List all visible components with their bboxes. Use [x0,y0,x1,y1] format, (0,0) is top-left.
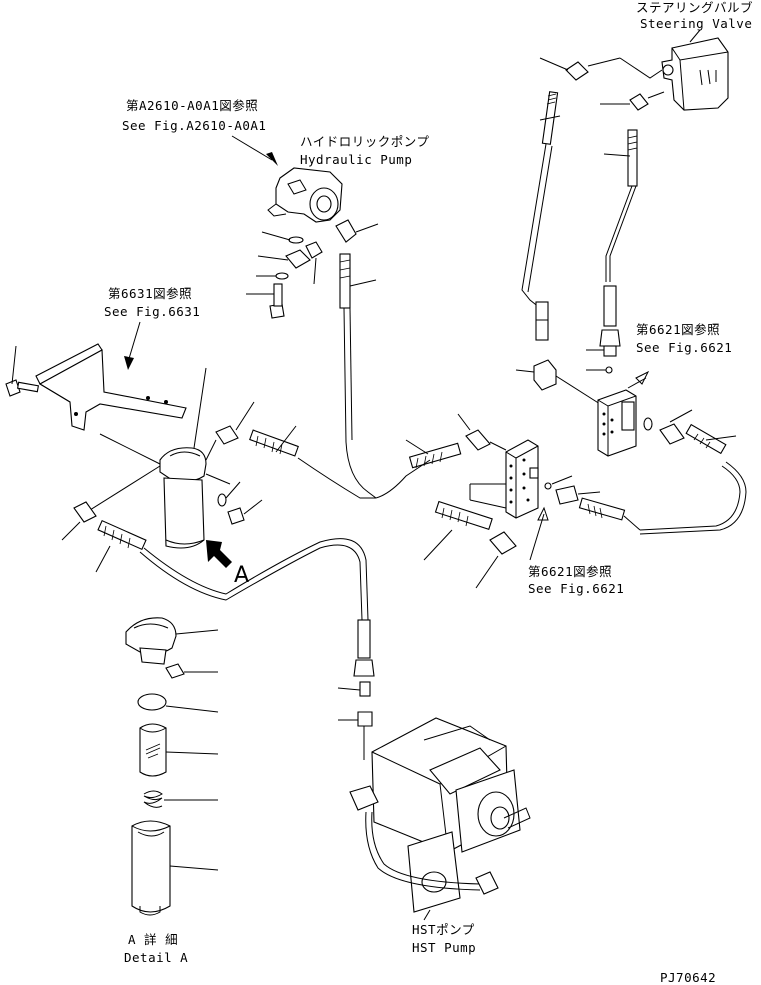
valve-block-right [597,389,653,457]
detail-filter-case [131,820,171,916]
mounting-bracket [35,343,187,431]
steering-valve-label-jp: ステアリングバルブ [636,0,753,15]
filter-assembly [159,447,207,549]
ref-6621-right-label-jp: 第6621図参照 [636,322,720,337]
hst-supply-hose-fitting [353,619,375,727]
hst-pump [349,717,531,913]
detail-filter-head [125,617,177,665]
pump-bolt [269,283,285,319]
flange-fitting [285,249,311,269]
ref-6631-label-en: See Fig.6631 [104,304,200,319]
elbow-fitting-lower [489,531,517,555]
hydraulic-pump-label-jp: ハイドロリックポンプ [300,134,429,149]
connector-right-1 [659,423,685,445]
steering-hose-left [521,91,561,309]
ref-6621-right-label-en: See Fig.6621 [636,340,732,355]
hydraulic-pump [267,167,343,223]
elbow-fitting-center [465,429,491,451]
elbow-fitting-left [73,501,97,523]
steering-valve [661,37,729,111]
hose-center-right [578,497,626,521]
pump-hose-vertical [339,253,351,309]
hose-right-short [685,423,727,455]
ref-a2610-label-en: See Fig.A2610-A0A1 [122,118,266,133]
hose-center-upper [408,442,462,469]
hst-pump-label-jp: HSTポンプ [412,922,475,937]
tee-fitting [533,359,557,391]
drawing-number: PJ70642 [660,970,716,985]
detail-label-en: Detail A [124,950,188,965]
hose-end-fitting-left [535,301,549,341]
detail-o-ring [137,693,167,711]
valve-block-center [505,439,539,519]
elbow-fitting-pump [335,219,357,243]
hydraulic-pump-label-en: Hydraulic Pump [300,152,412,167]
steering-hose-right [603,129,638,282]
steering-elbow-fitting-lower [600,91,665,111]
detail-label-jp: A 詳 細 [128,932,178,947]
steering-elbow-fitting-upper [539,57,663,81]
hst-pump-label-en: HST Pump [412,940,476,955]
bracket-bolt [5,379,40,397]
detail-plug [165,663,185,679]
hose-left-lower [97,519,147,551]
hose-end-fitting-right [603,285,617,327]
ref-6621-mid-label-en: See Fig.6621 [528,581,624,596]
elbow-fitting-filter [215,425,239,445]
hose-filter-upper [249,429,299,457]
detail-spring [143,790,163,808]
ref-6621-mid-label-jp: 第6621図参照 [528,564,612,579]
hose-center-lower [434,500,493,531]
view-arrow-icon [206,540,232,568]
ref-6631-label-jp: 第6631図参照 [108,286,192,301]
o-ring-pump [288,236,304,244]
steering-valve-label-en: Steering Valve [640,16,752,31]
view-letter-label: A [234,563,249,588]
detail-filter-element [139,723,167,777]
ref-a2610-label-jp: 第A2610-A0A1図参照 [126,98,258,113]
